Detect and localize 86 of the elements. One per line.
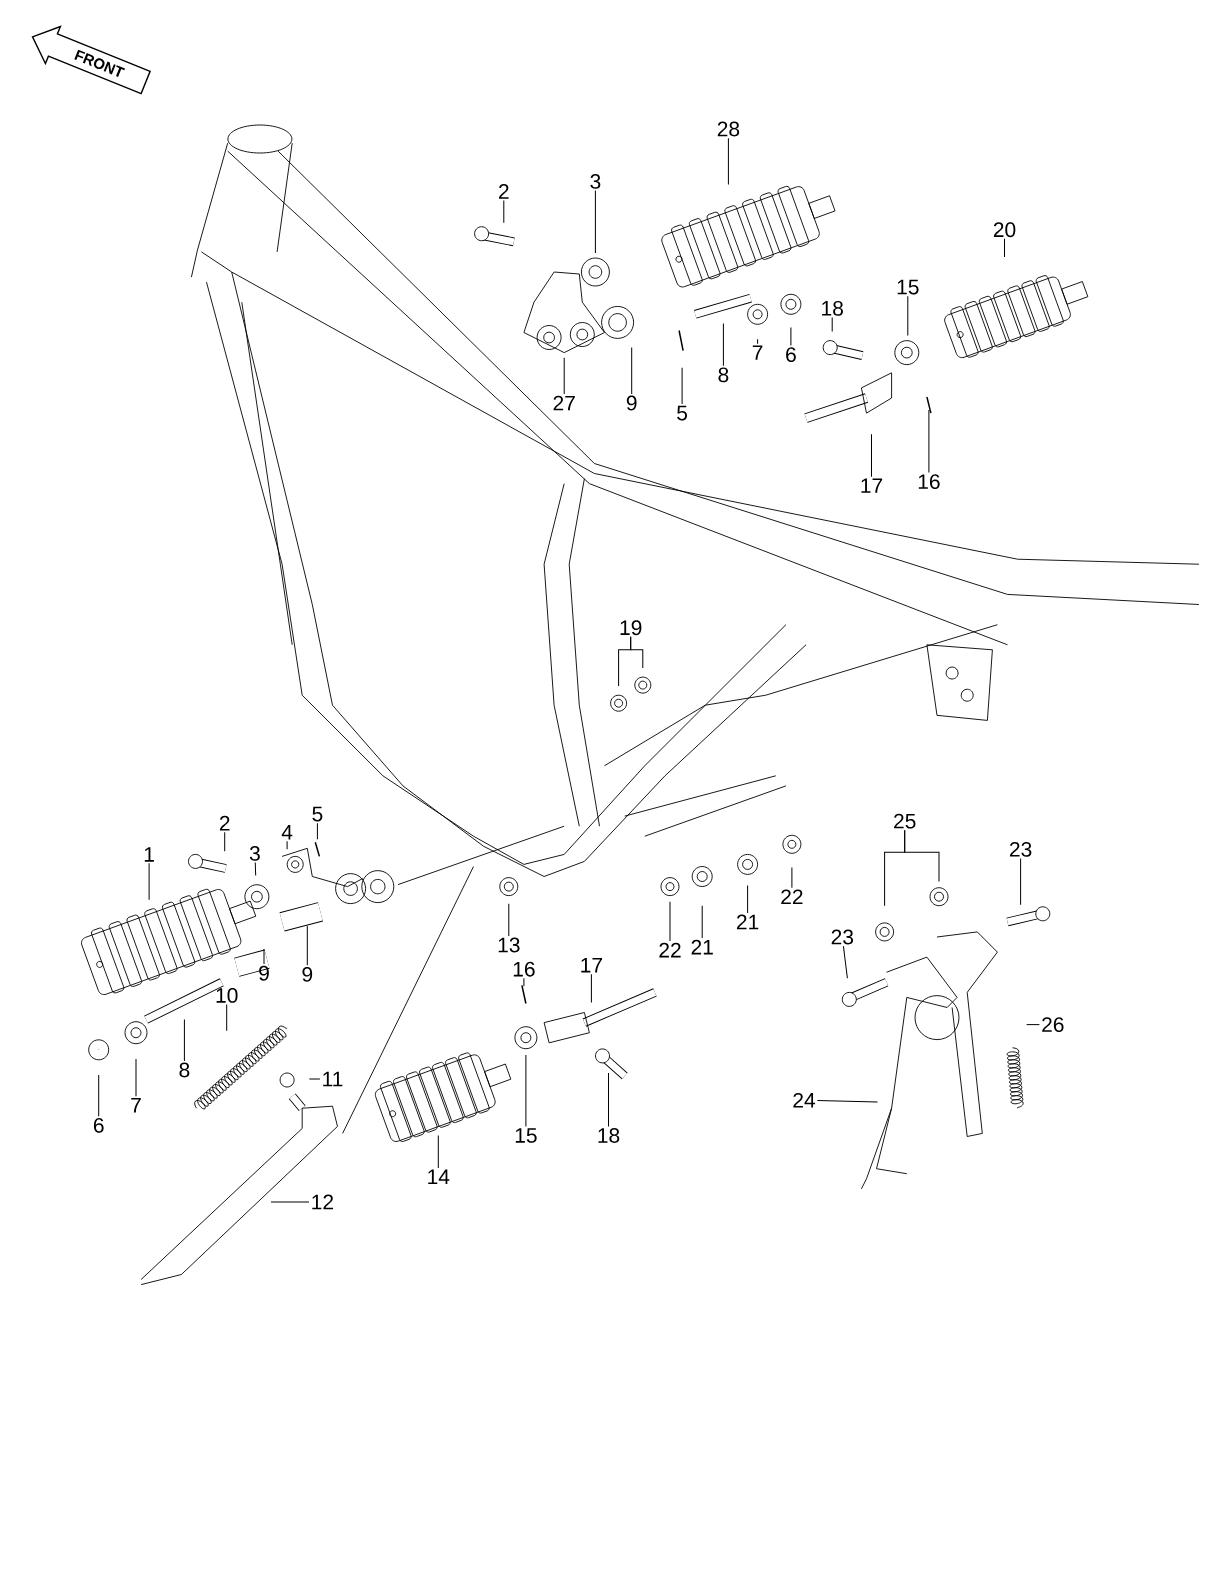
callout-number: 27 (553, 395, 575, 411)
callout-number: 6 (786, 347, 796, 363)
leader-line (871, 433, 872, 478)
leader-line (1020, 857, 1022, 906)
leader-line (681, 367, 683, 405)
leader-line (608, 1072, 609, 1127)
leader-line (747, 885, 749, 914)
leader-line (594, 190, 596, 254)
callout-number: 3 (249, 846, 260, 861)
leader-line (842, 945, 848, 979)
leader-line (907, 295, 909, 336)
callout-number: 22 (659, 942, 681, 958)
leader-line (1026, 1024, 1040, 1026)
callout-number: 13 (498, 937, 520, 953)
callout-number: 2 (499, 184, 509, 199)
callout-number: 17 (861, 478, 883, 493)
leader-line (183, 1019, 185, 1062)
callout-number: 8 (179, 1062, 190, 1078)
leader-line (1004, 238, 1005, 258)
leader-line (316, 822, 318, 840)
leader-line (270, 1201, 310, 1203)
callout-number: 9 (259, 965, 269, 981)
leader-line (563, 357, 565, 395)
callout-number: 20 (993, 222, 1016, 238)
callout-number: 9 (302, 966, 313, 982)
callout-number: 4 (281, 825, 293, 840)
callout-number: 25 (894, 813, 916, 829)
leader-line (727, 137, 729, 185)
leader-line (701, 905, 703, 939)
callout-number: 16 (918, 474, 940, 490)
callout-number: 23 (1009, 841, 1032, 857)
callout-number: 11 (323, 1071, 343, 1087)
callout-number: 2 (219, 815, 230, 831)
leader-line (286, 840, 288, 850)
leader-line (148, 862, 150, 901)
leader-line (904, 829, 940, 883)
callout-number: 14 (428, 1169, 450, 1185)
callout-number: 5 (677, 405, 688, 421)
leader-line (669, 901, 671, 942)
leader-line (525, 1054, 527, 1127)
callout-number: 18 (598, 1128, 620, 1143)
leader-line (790, 326, 792, 346)
leader-line (590, 973, 592, 1003)
callout-number: 19 (620, 620, 642, 636)
callout-number: 5 (312, 806, 323, 822)
callout-number: 1 (144, 847, 154, 862)
leader-line (523, 977, 525, 987)
leader-line (928, 409, 930, 473)
callout-number: 22 (781, 889, 803, 905)
callout-number: 16 (513, 961, 535, 977)
callout-number: 8 (718, 367, 729, 383)
callout-number: 10 (216, 988, 238, 1003)
leader-line (263, 948, 265, 965)
leader-line (308, 1078, 321, 1080)
leader-line (508, 903, 510, 937)
callout-number: 15 (897, 279, 919, 295)
callout-number: 3 (590, 174, 601, 189)
leader-line (630, 636, 644, 669)
leader-line (503, 199, 505, 224)
leader-line (437, 1135, 439, 1169)
leader-line (98, 1074, 100, 1117)
callout-number: 24 (793, 1092, 816, 1108)
leader-line (816, 1100, 878, 1103)
callout-number: 26 (1042, 1017, 1064, 1033)
callout-number: 21 (691, 939, 713, 955)
leader-line (226, 1004, 228, 1032)
leader-line (306, 925, 308, 966)
callout-number: 18 (822, 300, 843, 316)
leader-line (757, 338, 759, 345)
callout-number: 6 (93, 1118, 104, 1133)
leader-line (224, 831, 226, 852)
callout-number: 21 (736, 914, 759, 930)
callout-number: 7 (131, 1098, 141, 1113)
leader-line (791, 867, 793, 889)
callout-number: 15 (515, 1128, 537, 1143)
leader-line (254, 862, 257, 876)
callout-number: 12 (312, 1194, 333, 1210)
leader-line (631, 347, 633, 395)
callout-number: 17 (581, 958, 602, 973)
callout-number: 7 (752, 345, 763, 360)
callout-number: 9 (626, 395, 637, 411)
callout-number: 23 (831, 929, 854, 945)
callout-number: 28 (717, 121, 740, 137)
leader-line (722, 322, 724, 367)
leader-line (831, 316, 833, 332)
leader-line (135, 1058, 137, 1097)
